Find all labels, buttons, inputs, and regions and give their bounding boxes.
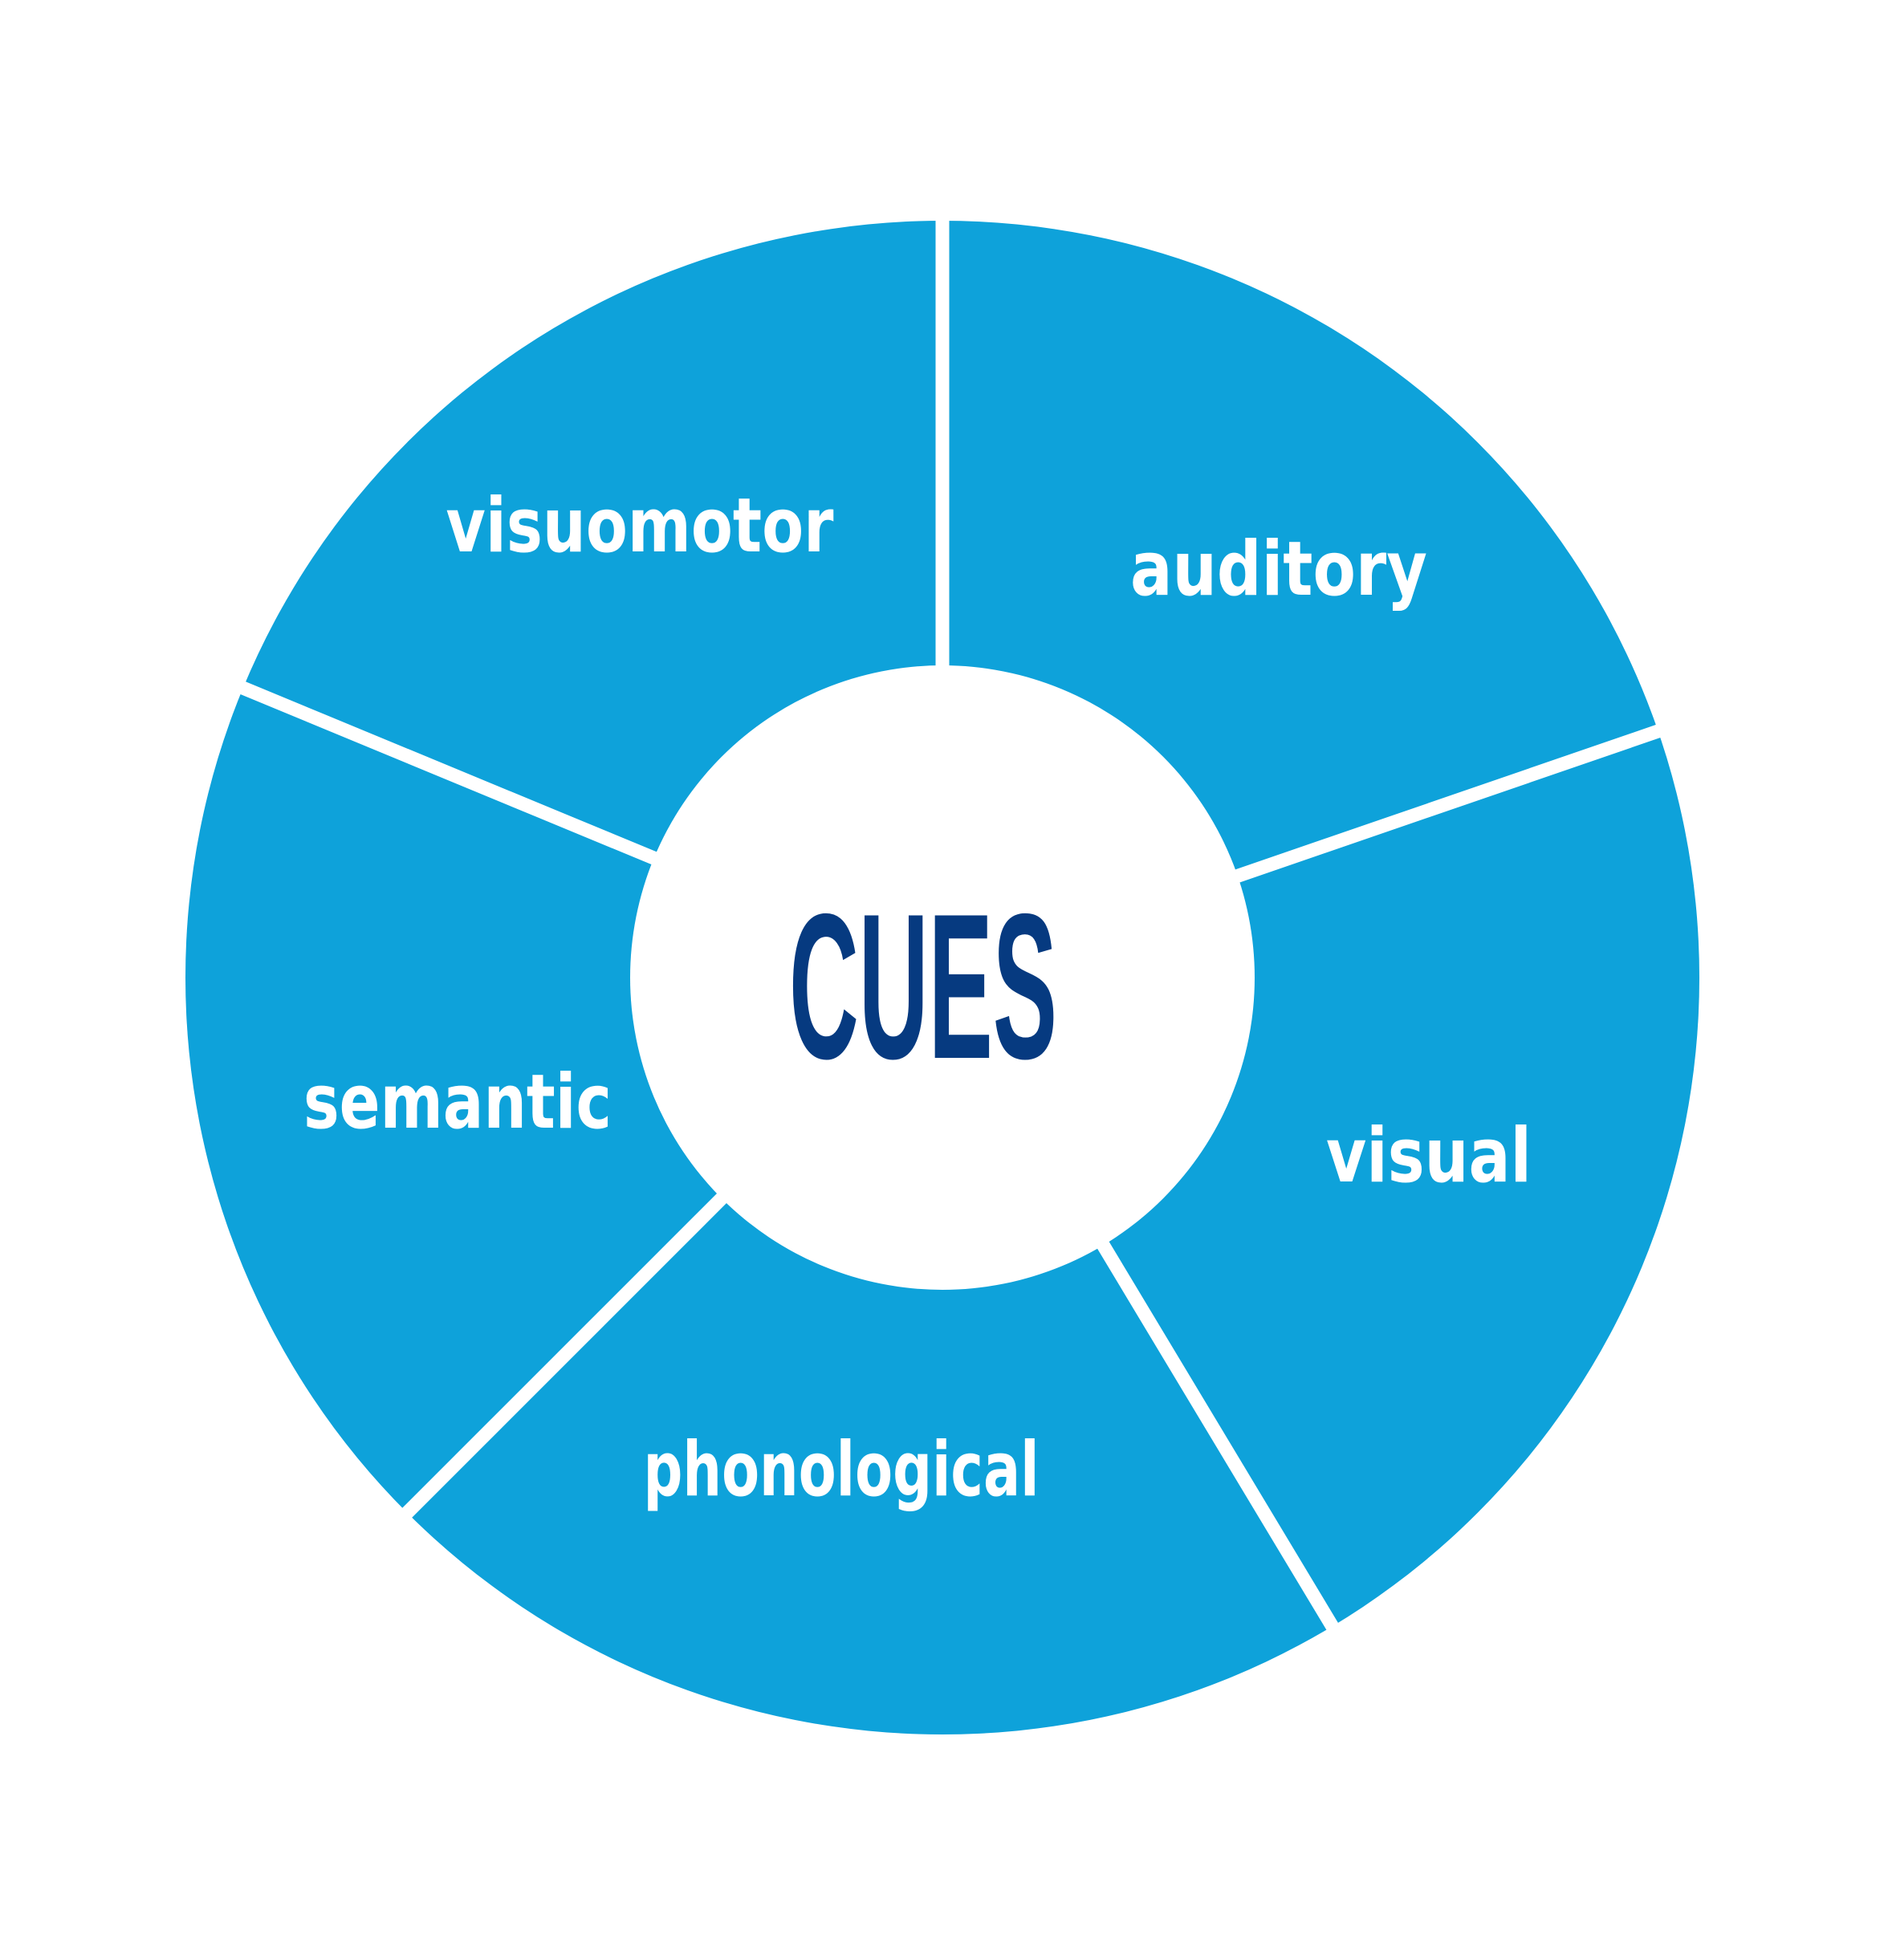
segment-dividers	[227, 207, 1674, 1642]
segment-divider	[1221, 720, 1674, 888]
segment-divider	[227, 676, 671, 871]
center-label: CUES	[789, 870, 1057, 1102]
segment-label-visuomotor: visuomotor	[446, 482, 835, 570]
segment-divider	[1089, 1228, 1345, 1642]
segment-label-auditory: auditory	[1130, 526, 1427, 613]
center-circle	[630, 665, 1255, 1290]
segment-label-phonological: phonological	[644, 1426, 1040, 1514]
segment-divider	[393, 1182, 738, 1527]
segment-label-visual: visual	[1326, 1112, 1532, 1200]
segment-label-semantic: semantic	[303, 1059, 612, 1146]
